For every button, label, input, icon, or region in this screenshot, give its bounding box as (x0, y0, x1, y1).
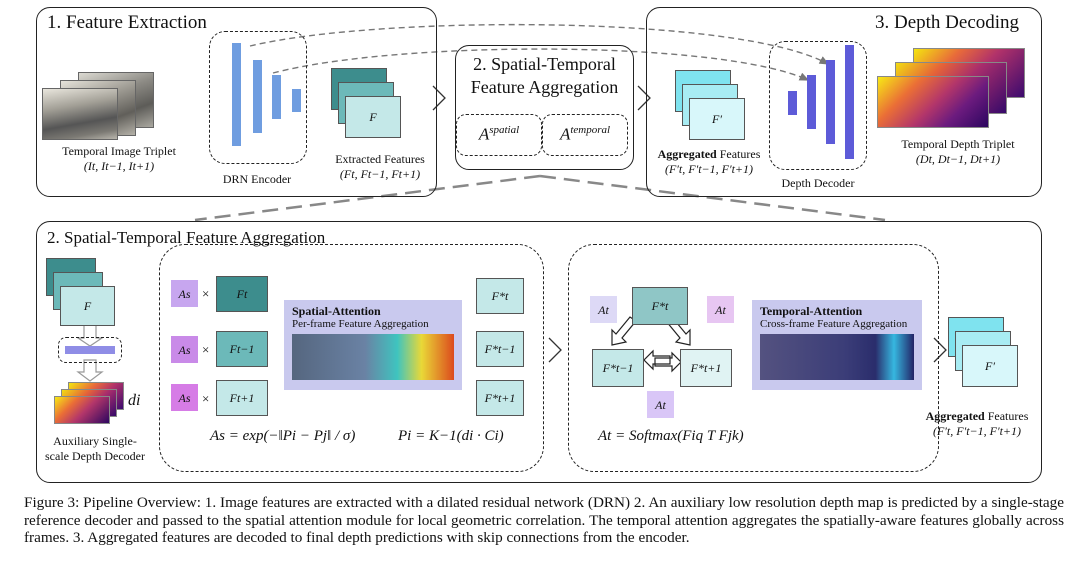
feature-extraction-panel (36, 7, 437, 197)
aux-decoder-layer (65, 346, 115, 354)
spatial-attention-title: Spatial-Attention (292, 304, 381, 318)
spatial-attention-heatmap (292, 334, 454, 380)
times-3: × (202, 391, 210, 406)
aux-decoder-box (58, 337, 122, 363)
agg-tile-front: F′ (689, 98, 745, 140)
depth-decoding-panel (646, 7, 1042, 197)
out-tile-front: F′ (962, 345, 1018, 387)
at-tile-3: At (647, 391, 674, 418)
extracted-features-vars: (Ft, Ft−1, Ft+1) (339, 167, 421, 181)
as-tile-3: As (171, 384, 198, 411)
zoom-line-right (539, 174, 886, 222)
input-feature-front: F (60, 286, 115, 326)
arrow-s2-to-s3 (637, 85, 651, 111)
extracted-features-label: Extracted Features (335, 152, 425, 166)
aggregation-detail-title: 2. Spatial-Temporal Feature Aggregation (47, 228, 326, 247)
temporal-depth-triplet (877, 48, 1025, 128)
drn-encoder-box (209, 31, 307, 164)
aux-depth-maps (54, 382, 124, 424)
temporal-equation: At = Softmax(Fiq T Fjk) (598, 428, 744, 444)
as-tile-1: As (171, 280, 198, 307)
position-equation: Pi = K−1(di · Ci) (398, 428, 504, 444)
temporal-attention-box (568, 244, 939, 472)
encoder-layer-1 (232, 43, 241, 146)
fstar-t-tile: F*t (476, 278, 524, 314)
temporal-attention-panel: Temporal-Attention Cross-frame Feature A… (752, 300, 922, 390)
spatial-equation: As = exp(−‖Pi − Pj‖ / σ) (210, 428, 356, 444)
aggregation-detail-panel (36, 221, 1042, 483)
agg-features-label: Aggregated Features (657, 147, 761, 161)
ft-plus-tile: Ft+1 (216, 380, 268, 416)
skip-connection-inner (272, 48, 810, 81)
aux-decoder-label-2: scale Depth Decoder (45, 449, 145, 463)
times-1: × (202, 286, 210, 301)
depth-triplet-vars: (Dt, Dt−1, Dt+1) (915, 152, 1001, 166)
encoder-layer-4 (292, 89, 301, 112)
out-agg-label: Aggregated Features (925, 409, 1029, 423)
at-tile-2: At (707, 296, 734, 323)
depth-decoder-box (769, 41, 867, 170)
arrow-s1-to-s2 (432, 85, 446, 111)
input-feature-label: F (83, 299, 92, 313)
temporal-fstar-t: F*t (632, 287, 688, 325)
di-label: di (128, 392, 141, 409)
a-spatial-label: Aspatial (478, 124, 520, 144)
feature-tile-front: F (345, 96, 401, 138)
at-tile-1: At (590, 296, 617, 323)
temporal-attention-title: Temporal-Attention (760, 304, 863, 318)
out-agg-vars: (F′t, F′t−1, F′t+1) (932, 424, 1022, 438)
fstar-plus-tile: F*t+1 (476, 380, 524, 416)
spatial-attention-box (159, 244, 544, 472)
temporal-fstar-plus: F*t+1 (680, 349, 732, 387)
spatial-attention-subtitle: Per-frame Feature Aggregation (292, 318, 429, 330)
encoder-layer-2 (253, 60, 262, 133)
decoder-layer-4 (845, 45, 854, 159)
spatial-temporal-title: 2. Spatial-Temporal (473, 54, 616, 74)
a-temporal-label: Atemporal (559, 124, 611, 144)
agg-features-vars: (F′t, F′t−1, F′t+1) (664, 162, 754, 176)
decoder-layer-1 (788, 91, 797, 115)
depth-decoding-title: 3. Depth Decoding (875, 12, 1020, 33)
depth-triplet-label: Temporal Depth Triplet (901, 137, 1015, 151)
encoder-layer-3 (272, 75, 281, 119)
times-2: × (202, 342, 210, 357)
aux-arrow-down-1 (76, 324, 104, 347)
feature-tile-label: F (369, 110, 377, 124)
temporal-fstar-minus: F*t−1 (592, 349, 644, 387)
aux-decoder-label-1: Auxiliary Single- (53, 434, 137, 448)
drn-encoder-label: DRN Encoder (222, 172, 292, 186)
decoder-layer-2 (807, 75, 816, 129)
a-spatial-box (456, 114, 542, 156)
image-triplet-label: Temporal Image Triplet (62, 144, 176, 158)
image-triplet-vars: (It, It−1, It+1) (83, 159, 155, 173)
ft-minus-tile: Ft−1 (216, 331, 268, 367)
spatial-temporal-title-line2: Feature Aggregation (470, 77, 619, 97)
decoder-layer-3 (826, 60, 835, 144)
zoom-line-left (194, 174, 541, 222)
a-temporal-box (542, 114, 628, 156)
fstar-minus-tile: F*t−1 (476, 331, 524, 367)
ft-tile: Ft (216, 276, 268, 312)
temporal-attention-subtitle: Cross-frame Feature Aggregation (760, 318, 908, 330)
as-tile-2: As (171, 336, 198, 363)
arrow-spatial-to-temporal (548, 337, 562, 363)
agg-tile-label: F′ (712, 112, 722, 126)
spatial-temporal-panel (455, 45, 634, 170)
spatial-attention-panel: Spatial-Attention Per-frame Feature Aggr… (284, 300, 462, 390)
depth-decoder-label: Depth Decoder (781, 176, 855, 190)
temporal-attention-heatmap (760, 334, 914, 380)
figure-caption: Figure 3: Pipeline Overview: 1. Image fe… (24, 494, 1064, 546)
feature-extraction-title: 1. Feature Extraction (47, 12, 207, 33)
temporal-image-triplet (42, 58, 170, 140)
